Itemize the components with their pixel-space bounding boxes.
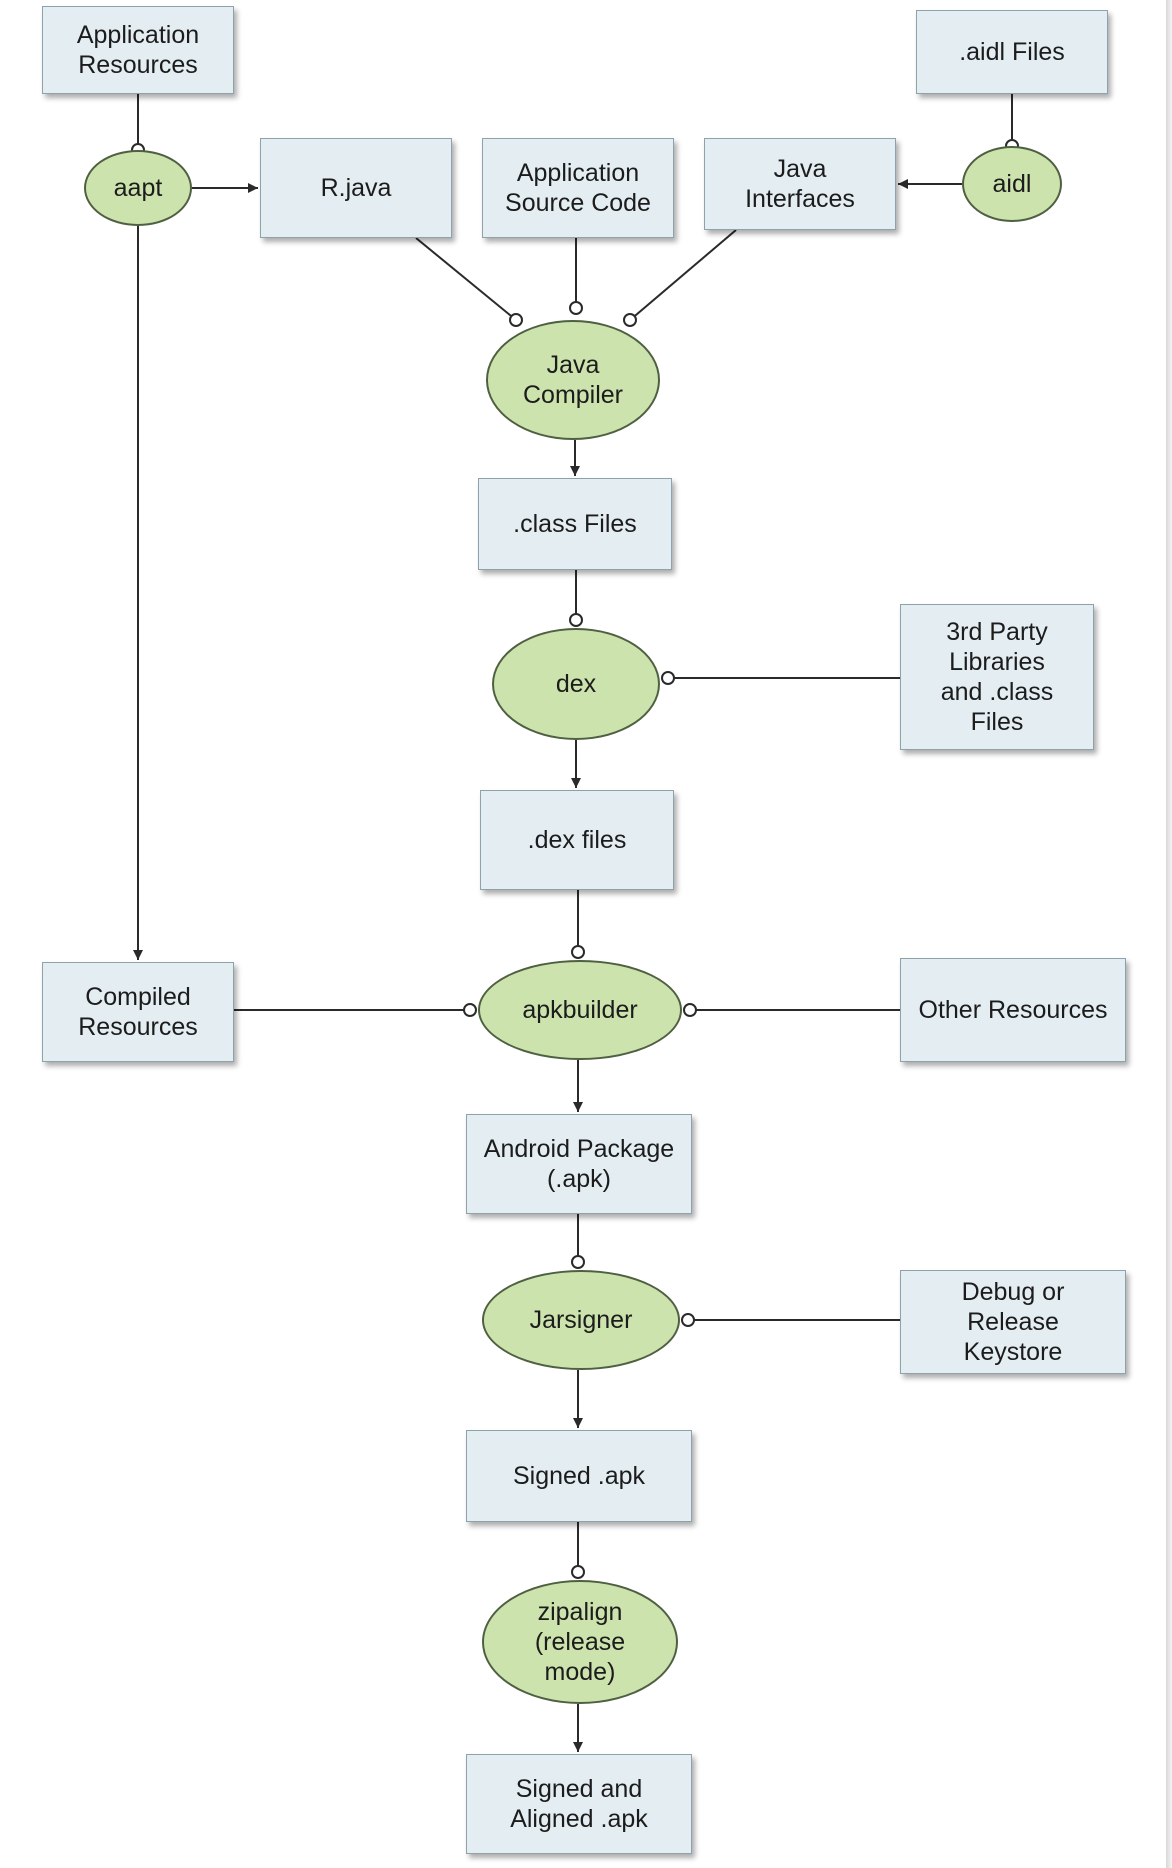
node-class-files: .class Files [478, 478, 672, 570]
node-compiled-resources: Compiled Resources [42, 962, 234, 1062]
node-java-interfaces: Java Interfaces [704, 138, 896, 230]
connector-ring [683, 1003, 697, 1017]
connector-ring [509, 313, 523, 327]
edge-class-files-dex [569, 570, 583, 627]
process-zipalign: zipalign (release mode) [482, 1580, 678, 1704]
edge-keystore-jarsigner [681, 1313, 900, 1327]
connector-ring [661, 671, 675, 685]
node-third-party-libraries: 3rd Party Libraries and .class Files [900, 604, 1094, 750]
node-other-resources: Other Resources [900, 958, 1126, 1062]
process-aapt: aapt [84, 150, 192, 226]
connector-ring [463, 1003, 477, 1017]
edge-other-resources-apkbuilder [683, 1003, 900, 1017]
node-android-package: Android Package (.apk) [466, 1114, 692, 1214]
connector-ring [681, 1313, 695, 1327]
process-jarsigner: Jarsigner [482, 1270, 680, 1370]
process-java-compiler: Java Compiler [486, 320, 660, 440]
node-dex-files: .dex files [480, 790, 674, 890]
connector-ring [623, 313, 637, 327]
node-keystore: Debug or Release Keystore [900, 1270, 1126, 1374]
node-r-java: R.java [260, 138, 452, 238]
edge-source-compiler [569, 238, 583, 315]
process-apkbuilder: apkbuilder [478, 960, 682, 1060]
edge-compiled-resources-apkbuilder [234, 1003, 477, 1017]
edge-dex-files-apkbuilder [571, 890, 585, 959]
node-signed-and-aligned-apk: Signed and Aligned .apk [466, 1754, 692, 1854]
node-application-resources: Application Resources [42, 6, 234, 94]
node-application-source-code: Application Source Code [482, 138, 674, 238]
process-dex: dex [492, 628, 660, 740]
edge-third-party-dex [661, 671, 900, 685]
connector-ring [571, 945, 585, 959]
node-aidl-files: .aidl Files [916, 10, 1108, 94]
node-signed-apk: Signed .apk [466, 1430, 692, 1522]
edge-signed-apk-zipalign [571, 1522, 585, 1579]
edge-r-java-compiler [415, 237, 523, 327]
edge-app-resources-aapt [131, 94, 145, 157]
connector-ring [571, 1565, 585, 1579]
edge-aidl-files-aidl [1005, 94, 1019, 153]
connector-ring [569, 613, 583, 627]
window-frame-edge [1166, 0, 1172, 1868]
process-aidl: aidl [962, 146, 1062, 222]
edge-interfaces-compiler [623, 229, 737, 327]
connector-ring [569, 301, 583, 315]
connector-ring [571, 1255, 585, 1269]
edge-package-jarsigner [571, 1214, 585, 1269]
